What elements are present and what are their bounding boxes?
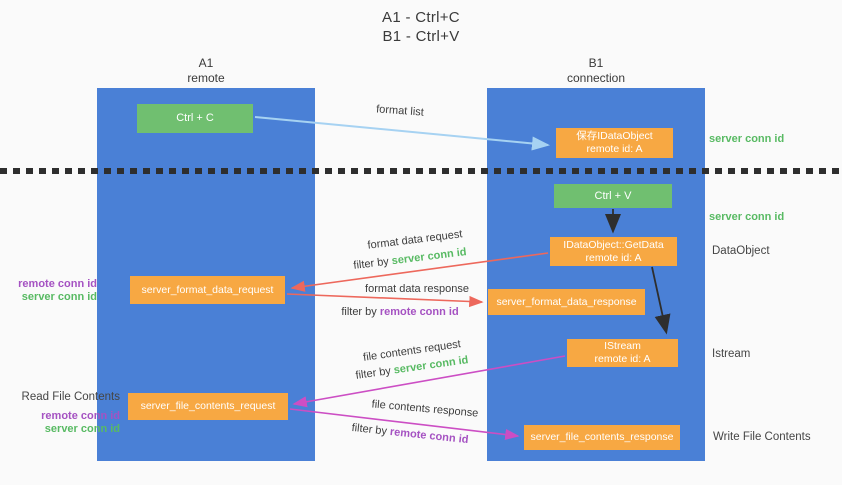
- istream-label: Istream: [712, 348, 751, 360]
- node-getdata-line2: remote id: A: [585, 251, 642, 264]
- lane-b1-name: B1: [588, 56, 604, 70]
- node-istream-line1: IStream: [604, 340, 641, 352]
- node-save-idataobject-line1: 保存IDataObject: [576, 130, 653, 142]
- server-conn-id-label-2: server conn id: [709, 211, 785, 223]
- node-getdata-line1: IDataObject::GetData: [563, 238, 664, 251]
- node-save-idataobject: 保存IDataObject remote id: A: [556, 128, 673, 158]
- node-ctrl-c-label: Ctrl + C: [176, 112, 214, 124]
- filter-by-prefix: filter by: [352, 255, 393, 272]
- node-istream: IStream remote id: A: [567, 339, 678, 367]
- remote-conn-id-label-1: remote conn id: [18, 278, 97, 290]
- node-server-format-data-response-label: server_format_data_response: [496, 295, 637, 308]
- remote-conn-id-keyword: remote conn id: [379, 306, 459, 318]
- node-server-format-data-response: server_format_data_response: [488, 289, 645, 315]
- lane-header-a1: A1 remote: [97, 56, 315, 86]
- node-server-file-contents-response-label: server_file_contents_response: [530, 431, 674, 443]
- lane-b1-subtitle: connection: [566, 71, 626, 85]
- server-conn-id-label-1: server conn id: [709, 133, 785, 145]
- node-server-file-contents-request: server_file_contents_request: [128, 393, 288, 420]
- server-conn-id-label-left-2: server conn id: [44, 423, 120, 435]
- node-ctrl-v-label: Ctrl + V: [594, 189, 632, 202]
- lane-header-b1: B1 connection: [487, 56, 705, 86]
- read-file-contents-label: Read File Contents: [21, 391, 120, 403]
- remote-conn-id-keyword: remote conn id: [389, 425, 469, 447]
- format-list-label: format list: [375, 103, 425, 119]
- file-contents-response-label: file contents response: [371, 398, 479, 420]
- filter-by-remote-conn-id-label-2: filter by remote conn id: [335, 420, 485, 448]
- title-line-2: B1 - Ctrl+V: [382, 28, 460, 45]
- node-istream-line2: remote id: A: [594, 353, 651, 365]
- node-server-format-data-request: server_format_data_request: [130, 276, 285, 304]
- diagram-title: A1 - Ctrl+C B1 - Ctrl+V: [0, 8, 842, 46]
- format-data-response-arrow: [286, 293, 484, 308]
- filter-by-prefix: filter by: [354, 364, 395, 382]
- lane-a1-name: A1: [198, 56, 214, 70]
- session-divider-dotted-line: [0, 168, 842, 174]
- node-server-format-data-request-label: server_format_data_request: [141, 283, 274, 296]
- node-ctrl-c: Ctrl + C: [137, 104, 253, 133]
- server-conn-id-keyword: server conn id: [391, 246, 468, 268]
- lane-a1-subtitle: remote: [187, 71, 225, 85]
- dataobject-label: DataObject: [712, 245, 770, 257]
- node-server-file-contents-response: server_file_contents_response: [524, 425, 680, 450]
- node-server-file-contents-request-label: server_file_contents_request: [140, 400, 276, 412]
- format-data-response-label: format data response: [365, 283, 469, 295]
- filter-by-remote-conn-id-label-1: filter by remote conn id: [325, 306, 475, 318]
- server-conn-id-label-left-1: server conn id: [21, 291, 97, 303]
- filter-by-prefix: filter by: [341, 306, 380, 318]
- remote-conn-id-label-2: remote conn id: [41, 410, 120, 422]
- title-line-1: A1 - Ctrl+C: [382, 9, 460, 26]
- write-file-contents-label: Write File Contents: [713, 431, 811, 443]
- node-idataobject-getdata: IDataObject::GetData remote id: A: [550, 237, 677, 266]
- filter-by-prefix: filter by: [351, 421, 391, 438]
- node-save-idataobject-line2: remote id: A: [586, 143, 643, 155]
- node-ctrl-v: Ctrl + V: [554, 184, 672, 208]
